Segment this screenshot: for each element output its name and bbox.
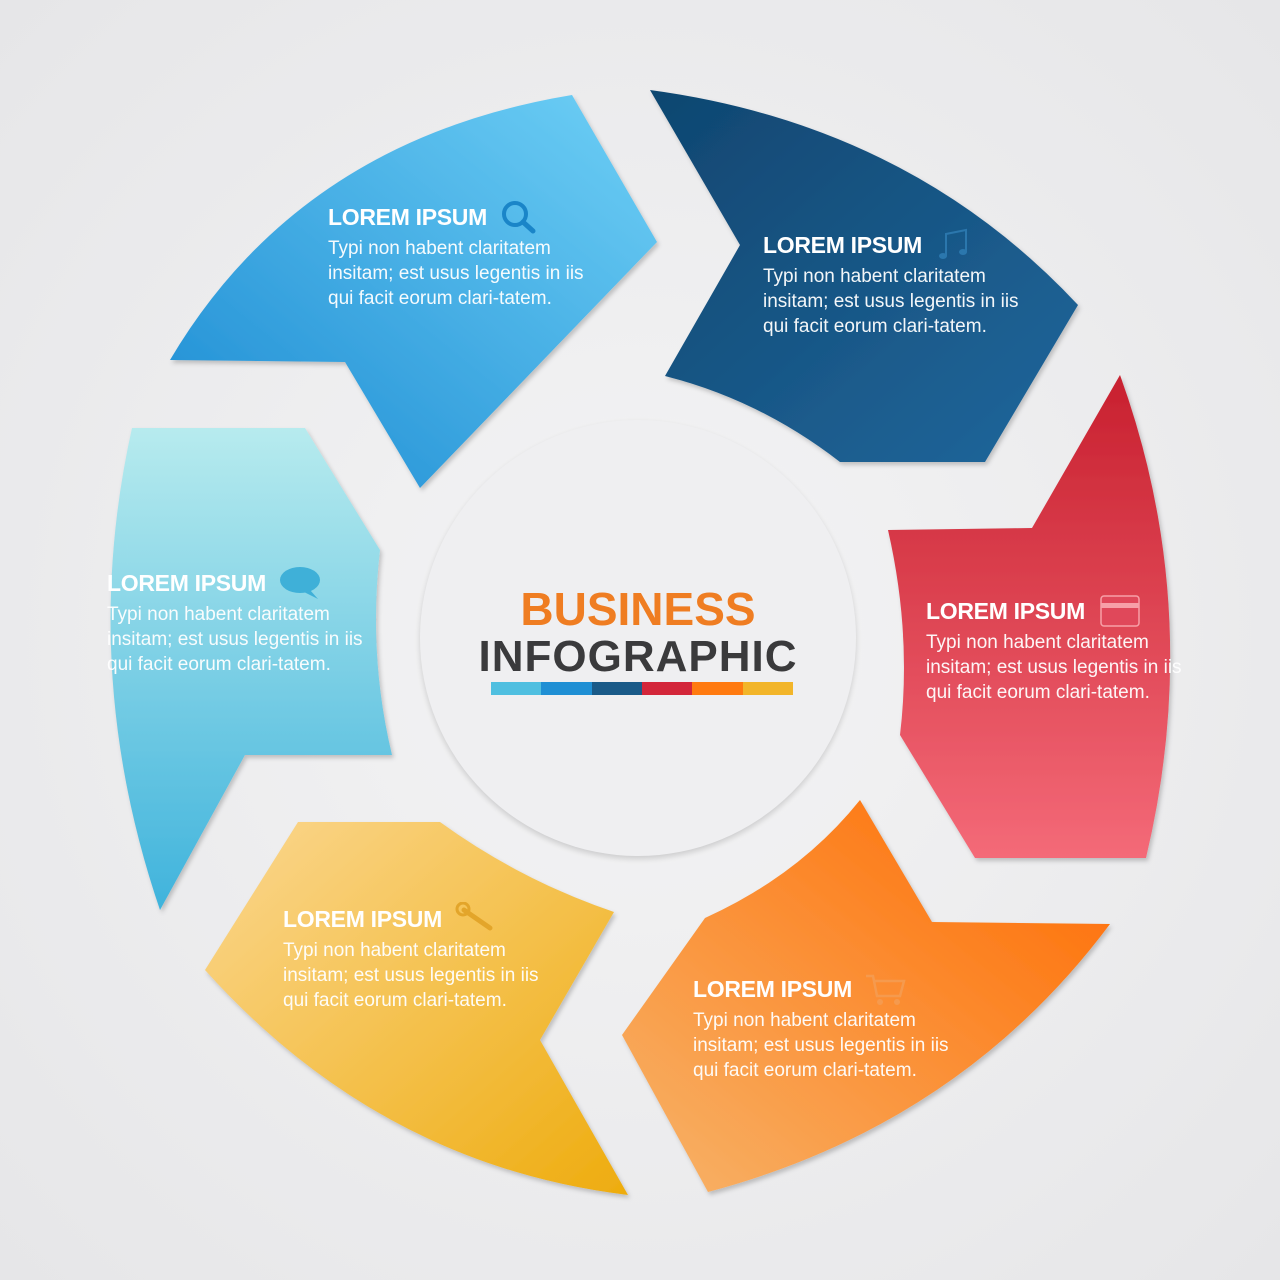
segment-6: LOREM IPSUM Typi non habent claritatem i… [107,567,367,677]
segment-title: LOREM IPSUM [763,231,922,258]
color-swatch [641,682,693,695]
center-title-infographic: INFOGRAPHIC [478,632,798,681]
segment-title: LOREM IPSUM [328,203,487,230]
wrench-icon [455,902,493,931]
segment-body: Typi non habent claritatem insitam; est … [283,940,539,1011]
segment-4: LOREM IPSUM Typi non habent claritatem i… [693,974,953,1083]
segment-shape-2 [650,90,1078,462]
segment-title: LOREM IPSUM [926,597,1085,624]
segment-1: LOREM IPSUM Typi non habent claritatem i… [328,201,588,311]
segment-shape-5 [205,822,628,1195]
color-swatch [491,682,542,695]
center-title-business: BUSINESS [520,583,756,635]
segment-title: LOREM IPSUM [283,905,442,932]
color-swatch [591,682,642,695]
speech-bubble-icon [279,567,320,599]
segment-shape-1 [170,95,657,488]
segment-body: Typi non habent claritatem insitam; est … [107,604,363,675]
segment-title: LOREM IPSUM [107,569,266,596]
magnifier-icon [501,201,536,234]
segment-3: LOREM IPSUM Typi non habent claritatem i… [926,595,1186,705]
segment-title: LOREM IPSUM [693,975,852,1002]
segment-shape-6 [110,428,392,910]
segment-shape-4 [622,800,1110,1192]
color-swatch [541,682,592,695]
center-circle: BUSINESS INFOGRAPHIC [420,420,856,856]
music-note-icon [938,228,967,259]
credit-card-icon [1100,595,1140,627]
segment-body: Typi non habent claritatem insitam; est … [693,1010,949,1081]
segment-2: LOREM IPSUM Typi non habent claritatem i… [763,228,1023,339]
shopping-cart-icon [865,974,906,1005]
segment-body: Typi non habent claritatem insitam; est … [763,266,1019,337]
color-swatch [692,682,743,695]
color-bar [491,682,793,695]
segment-shape-3 [888,375,1171,858]
segment-body: Typi non habent claritatem insitam; est … [328,238,584,309]
color-swatch [742,682,793,695]
segment-body: Typi non habent claritatem insitam; est … [926,632,1182,703]
segment-5: LOREM IPSUM Typi non habent claritatem i… [283,902,543,1013]
